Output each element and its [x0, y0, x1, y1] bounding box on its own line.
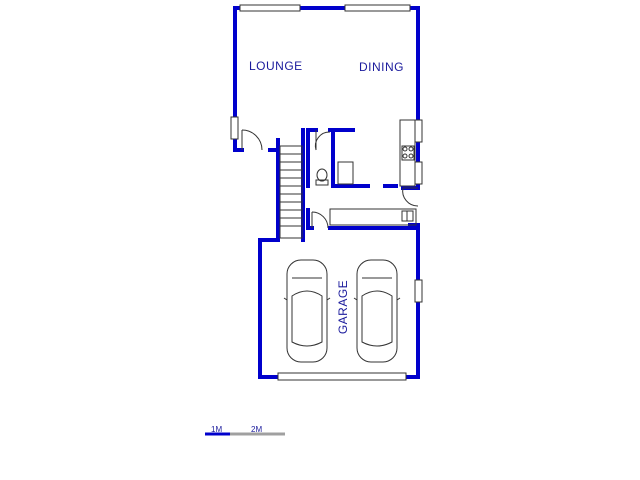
wall-right-upper [401, 6, 420, 190]
window-left [230, 116, 239, 140]
scale-label-2m: 2M [251, 425, 263, 434]
scale-label-1m: 1M [211, 425, 223, 434]
hob-ring-icon [408, 146, 414, 152]
car-left-icon [283, 259, 331, 363]
windows [230, 4, 423, 381]
wall-stair-left [258, 138, 420, 379]
wall-passage [306, 208, 314, 230]
garage-door [277, 372, 407, 381]
window-top-left [239, 4, 301, 12]
doors [241, 129, 419, 229]
car-right-icon [353, 259, 401, 363]
door-lounge-swing [241, 129, 263, 151]
window-right-upper [414, 119, 423, 143]
hob-ring-icon [402, 153, 408, 159]
staircase [279, 145, 303, 239]
hob-ring-icon [408, 153, 414, 159]
door-passage-swing [311, 211, 329, 229]
wall-wc-div [331, 128, 370, 188]
window-right-mid [414, 161, 423, 185]
hob-ring-icon [402, 146, 408, 152]
room-label-lounge: LOUNGE [249, 59, 303, 73]
kitchen-fixtures [329, 119, 417, 226]
counter-lower-icon [329, 208, 417, 226]
window-top-right [344, 4, 411, 12]
walls [233, 6, 420, 379]
wc-fixtures [315, 161, 354, 186]
window-garage-right [414, 279, 423, 303]
door-kitchen-swing [402, 187, 419, 207]
toilet-bowl-icon [316, 168, 328, 182]
stair-outline [279, 145, 303, 239]
wall-left-upper [233, 6, 244, 152]
basin-icon [337, 161, 354, 185]
toilet-cistern-icon [315, 179, 329, 186]
room-label-dining: DINING [359, 60, 404, 74]
room-label-garage: GARAGE [336, 279, 350, 335]
hob-icon [401, 145, 415, 161]
door-wc-swing [314, 131, 331, 151]
counter-icon [399, 119, 416, 187]
